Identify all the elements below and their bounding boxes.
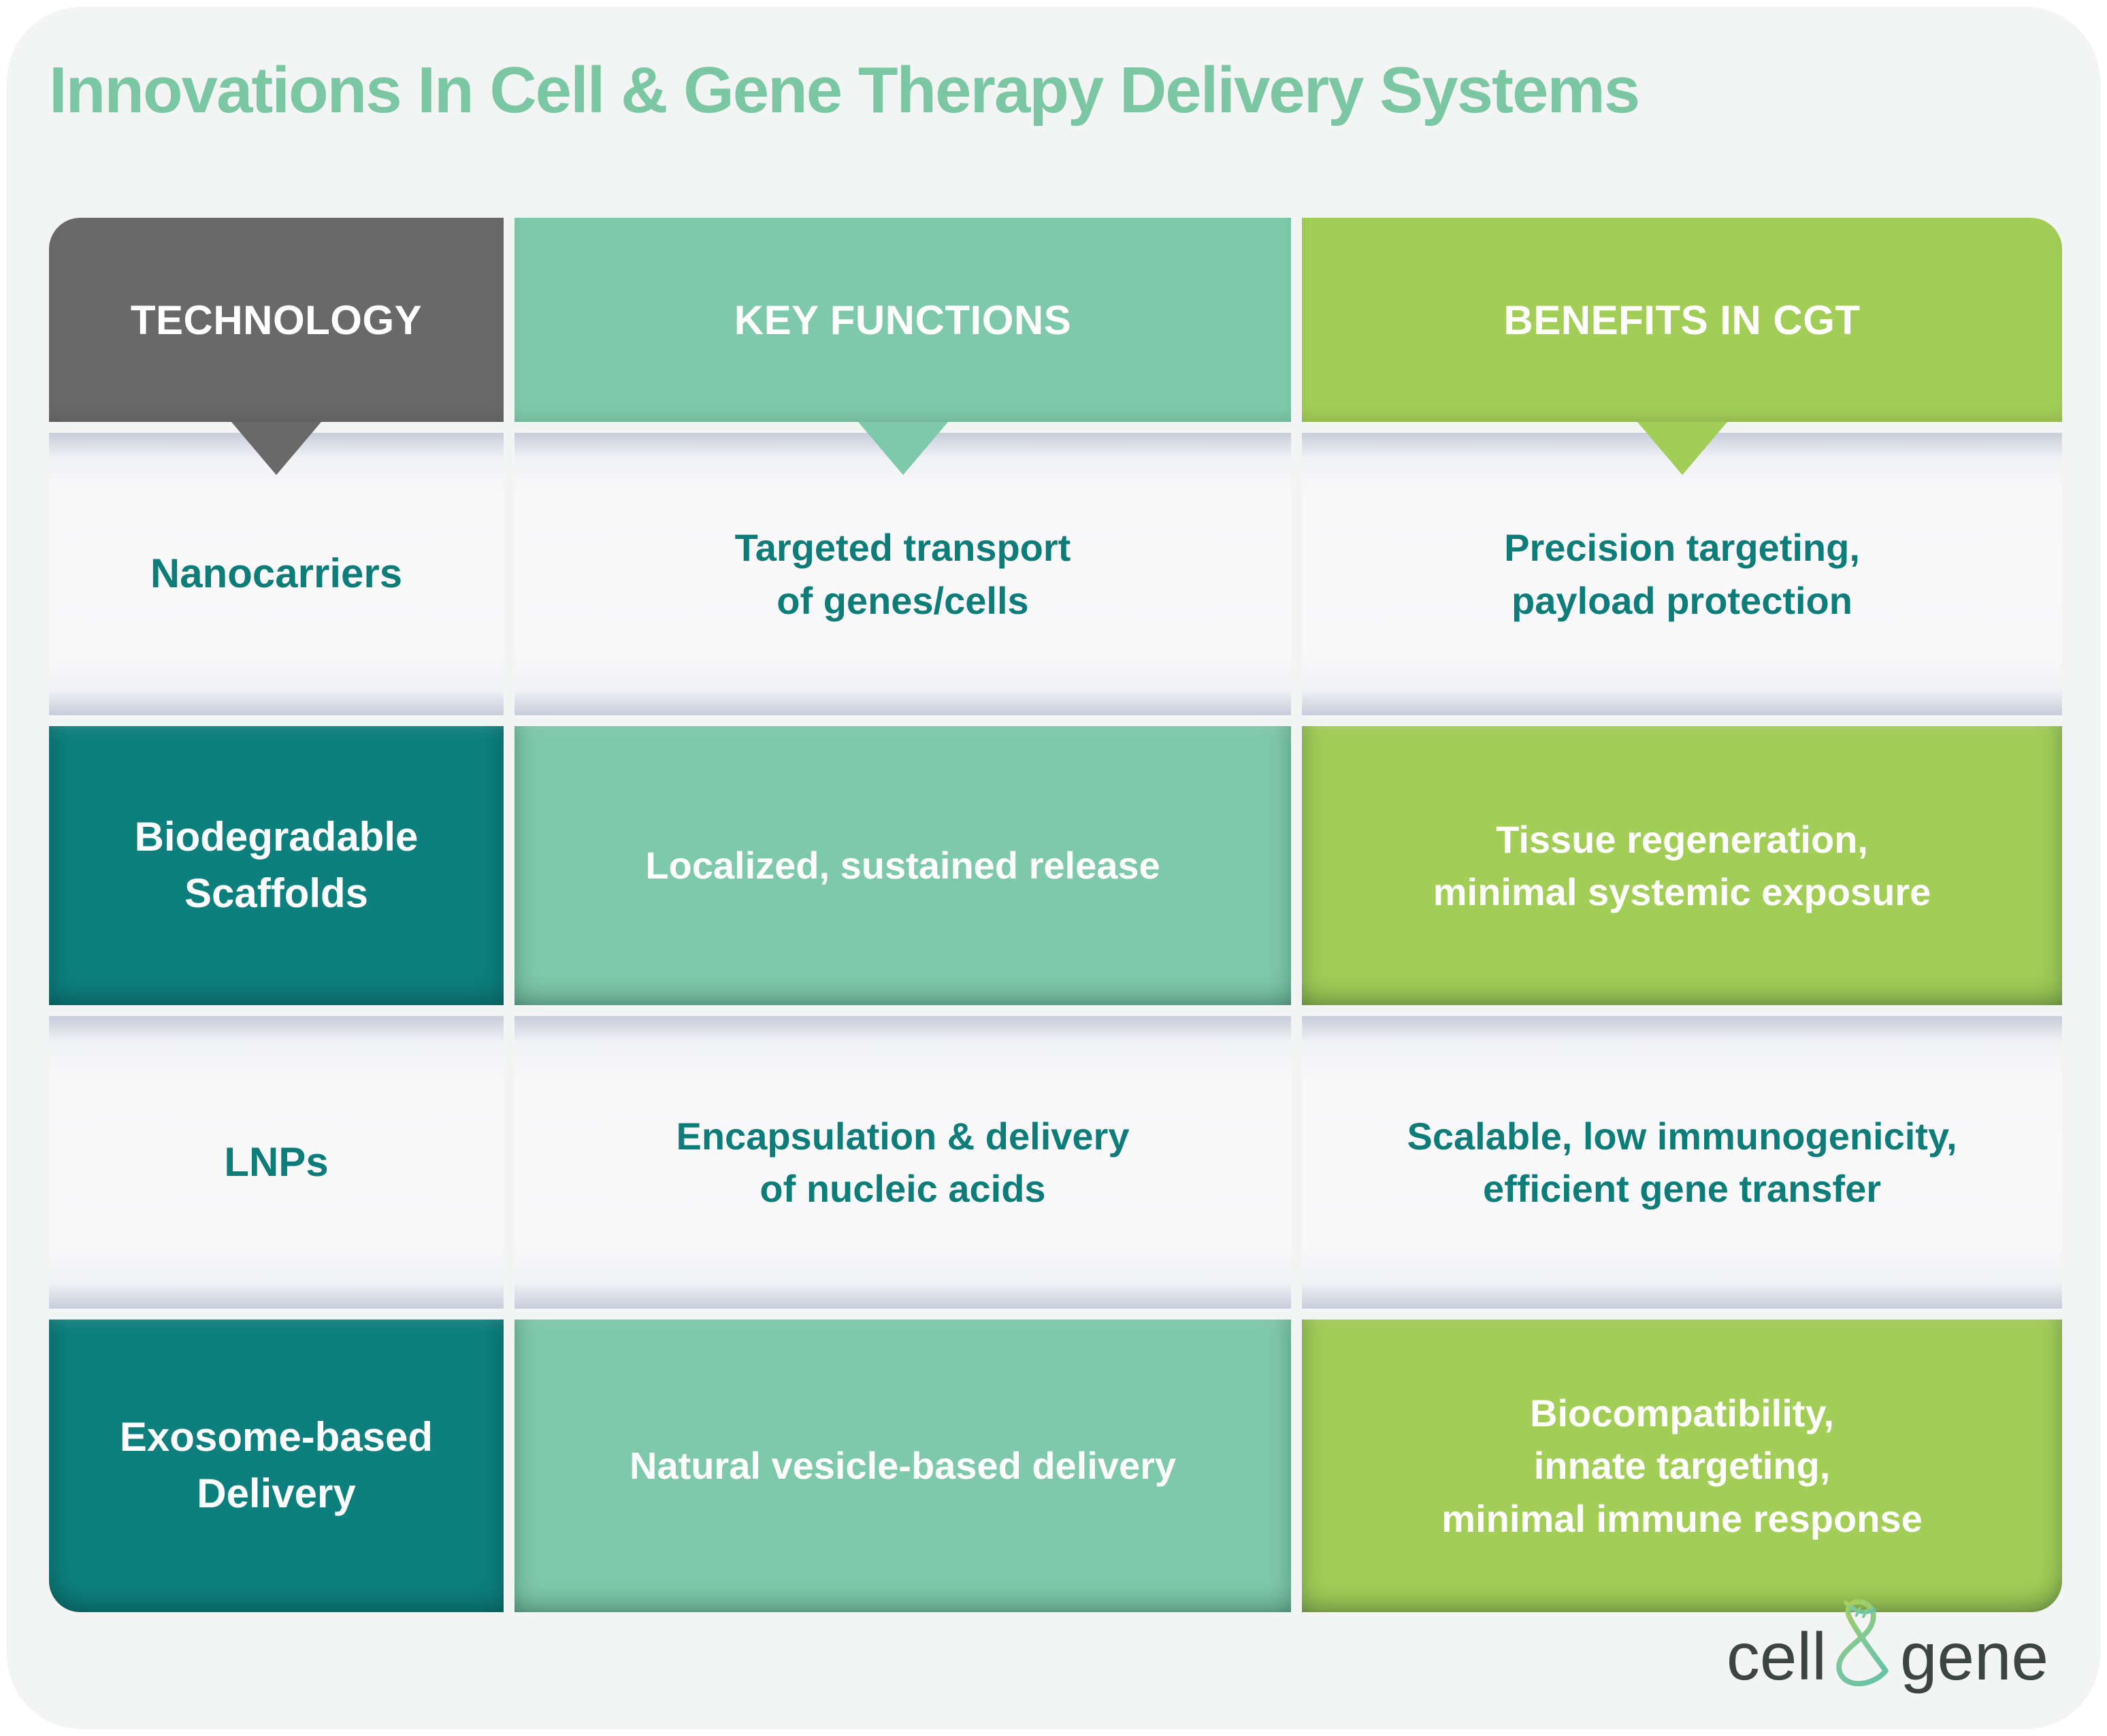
header-pointer-down-icon [1637, 422, 1727, 475]
cell-exosome-delivery-technology: Exosome-based Delivery [49, 1320, 504, 1612]
column-header-technology: TECHNOLOGY [49, 218, 504, 475]
cell-lnps-technology: LNPs [49, 1016, 504, 1309]
page-title: Innovations In Cell & Gene Therapy Deliv… [49, 54, 1640, 127]
cell-nanocarriers-key-functions: Targeted transport of genes/cells [514, 433, 1291, 715]
header-pointer-down-icon [231, 422, 321, 475]
cell-nanocarriers-benefits: Precision targeting, payload protection [1302, 433, 2062, 715]
column-header-key-functions: KEY FUNCTIONS [514, 218, 1291, 475]
column-header-benefits-in-cgt: BENEFITS IN CGT [1302, 218, 2062, 475]
cell-biodegradable-scaffolds-technology: Biodegradable Scaffolds [49, 726, 504, 1005]
cell-exosome-delivery-key-functions: Natural vesicle-based delivery [514, 1320, 1291, 1612]
dna-ampersand-icon [1836, 1599, 1889, 1686]
cell-exosome-delivery-benefits: Biocompatibility, innate targeting, mini… [1302, 1320, 2062, 1612]
cell-biodegradable-scaffolds-benefits: Tissue regeneration, minimal systemic ex… [1302, 726, 2062, 1005]
logo-text-gene: gene [1899, 1618, 2048, 1694]
column-header-label: BENEFITS IN CGT [1503, 297, 1861, 343]
cell-lnps-benefits: Scalable, low immunogenicity, efficient … [1302, 1016, 2062, 1309]
comparison-table: TECHNOLOGY KEY FUNCTIONS BENEFITS IN CGT… [49, 218, 2062, 1612]
cell-lnps-key-functions: Encapsulation & delivery of nucleic acid… [514, 1016, 1291, 1309]
cellandgene-logo: cell gene [1726, 1599, 2048, 1694]
cell-biodegradable-scaffolds-key-functions: Localized, sustained release [514, 726, 1291, 1005]
cell-nanocarriers-technology: Nanocarriers [49, 433, 504, 715]
header-pointer-down-icon [858, 422, 948, 475]
column-header-label: TECHNOLOGY [130, 297, 423, 343]
logo-text-cell: cell [1726, 1618, 1827, 1694]
column-header-label: KEY FUNCTIONS [734, 297, 1072, 343]
